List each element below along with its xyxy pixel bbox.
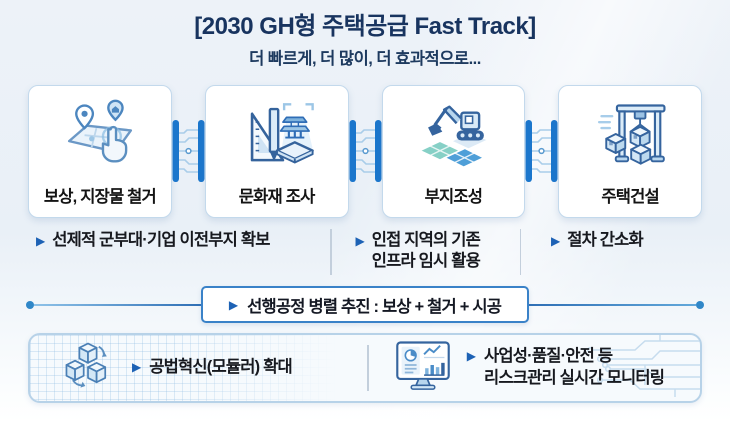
heritage-scan-icon <box>239 86 315 183</box>
process-card-heritage: 문화재 조사 <box>204 84 349 218</box>
note-line: 인프라 임시 활용 <box>371 252 481 271</box>
process-card-label: 부지조성 <box>424 187 483 206</box>
note-secure-sites: ▶ 선제적 군부대·기업 이전부지 확보 <box>28 227 330 252</box>
note-simplify: ▶ 절차 간소화 <box>521 227 702 252</box>
triangle-bullet-icon: ▶ <box>466 349 476 364</box>
triangle-bullet-icon: ▶ <box>36 233 46 248</box>
panel-note-text: 공법혁신(모듈러) 확대 <box>149 357 292 376</box>
circuit-chip-connector-icon <box>172 85 205 218</box>
modular-cubes-icon <box>60 339 116 396</box>
note-text: 절차 간소화 <box>567 230 643 249</box>
panel-divider <box>367 344 369 391</box>
note-text: 인접 지역의 기존 인프라 임시 활용 <box>371 230 481 273</box>
line-end-dot-icon <box>696 300 705 309</box>
process-card-site: 부지조성 <box>381 84 526 218</box>
note-line: 인접 지역의 기존 <box>371 230 481 249</box>
page-title: [2030 GH형 주택공급 Fast Track] <box>194 13 536 40</box>
process-card-label: 보상, 지장물 철거 <box>43 187 157 206</box>
header: [2030 GH형 주택공급 Fast Track] 더 빠르게, 더 많이, … <box>0 0 730 69</box>
triangle-bullet-icon: ▶ <box>132 359 142 374</box>
bottom-panel-content: ▶ 공법혁신(모듈러) 확대 <box>30 335 700 401</box>
circuit-chip-connector-icon <box>349 85 382 218</box>
gantry-crane-icon <box>592 86 668 183</box>
panel-item-monitoring: ▶ 사업성·품질·안전 등 리스크관리 실시간 모니터링 <box>369 339 700 396</box>
banner-text: 선행공정 병렬 추진 : 보상 + 철거 + 시공 <box>247 297 502 316</box>
note-divider <box>519 228 521 275</box>
process-card-compensation: 보상, 지장물 철거 <box>28 84 172 218</box>
triangle-bullet-icon: ▶ <box>551 233 561 248</box>
panel-note: ▶ 공법혁신(모듈러) 확대 <box>132 357 293 379</box>
process-card-construction: 주택건설 <box>558 84 702 218</box>
circuit-pattern <box>485 334 700 401</box>
panel-item-modular: ▶ 공법혁신(모듈러) 확대 <box>30 339 367 396</box>
line-end-dot-icon <box>26 300 34 309</box>
banner-row: ▶ 선행공정 병렬 추진 : 보상 + 철거 + 시공 <box>0 286 730 324</box>
page-subtitle: 더 빠르게, 더 많이, 더 효과적으로... <box>249 49 481 68</box>
process-card-label: 문화재 조사 <box>238 187 315 206</box>
parallel-process-banner: ▶ 선행공정 병렬 추진 : 보상 + 철거 + 시공 <box>200 286 530 324</box>
excavator-site-icon <box>415 86 491 183</box>
triangle-bullet-icon: ▶ <box>228 297 239 312</box>
note-text: 선제적 군부대·기업 이전부지 확보 <box>52 230 270 249</box>
panel-note-line: 리스크관리 실시간 모니터링 <box>483 368 665 387</box>
process-row: 보상, 지장물 철거 <box>0 84 730 218</box>
panel-note-text: 사업성·품질·안전 등 리스크관리 실시간 모니터링 <box>483 346 665 390</box>
triangle-bullet-icon: ▶ <box>355 233 365 248</box>
panel-note: ▶ 사업성·품질·안전 등 리스크관리 실시간 모니터링 <box>466 346 665 390</box>
bottom-panel: ▶ 공법혁신(모듈러) 확대 <box>28 332 702 403</box>
process-card-label: 주택건설 <box>601 187 659 206</box>
circuit-chip-connector-icon <box>525 85 558 218</box>
notes-row: ▶ 선제적 군부대·기업 이전부지 확보 ▶ 인접 지역의 기존 인프라 임시 … <box>0 227 730 283</box>
banner-line-right <box>529 303 697 307</box>
banner-line-left <box>34 303 201 307</box>
note-infra-use: ▶ 인접 지역의 기존 인프라 임시 활용 <box>332 227 520 273</box>
panel-note-line: 사업성·품질·안전 등 <box>483 347 613 366</box>
map-pins-touch-icon <box>62 86 138 183</box>
note-divider <box>330 228 332 275</box>
monitoring-dashboard-icon <box>393 339 453 396</box>
